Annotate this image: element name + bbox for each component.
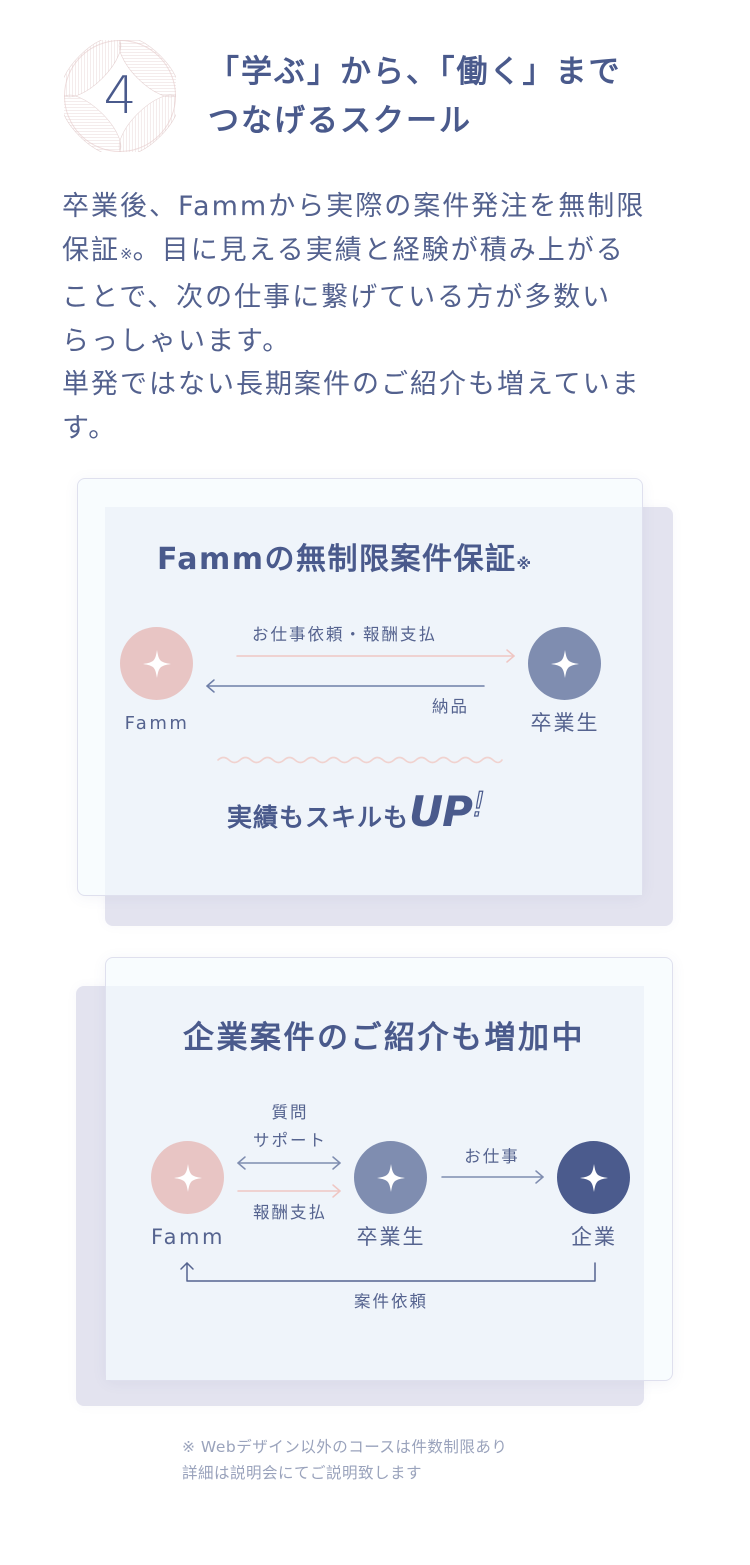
sparkle-icon — [376, 1163, 405, 1192]
graduate-node — [354, 1141, 427, 1214]
tagline-emphasis: UP — [409, 787, 473, 836]
graduate-label: 卒業生 — [530, 711, 600, 735]
exclamation-mark: ! — [471, 784, 487, 825]
section-title-line-2: つなげるスクール — [208, 103, 472, 139]
sparkle-icon — [550, 649, 579, 678]
footnote-mark: ※ — [120, 244, 133, 263]
work-label: お仕事 — [464, 1147, 520, 1166]
intro-line: 単発ではない長期案件のご紹介も増えていま — [62, 369, 641, 401]
request-payment-label: お仕事依頼・報酬支払 — [252, 625, 437, 644]
famm-node — [151, 1141, 224, 1214]
question-label: 質問 — [271, 1103, 309, 1122]
intro-line: 卒業後、Fammから実際の案件発注を無制限 — [62, 191, 646, 222]
graduate-label: 卒業生 — [356, 1225, 426, 1249]
company-label: 企業 — [571, 1225, 617, 1249]
card2-title: 企業案件のご紹介も増加中 — [183, 1020, 585, 1056]
company-node — [557, 1141, 630, 1214]
footnote-line: ※ Webデザイン以外のコースは件数制限あり — [182, 1438, 508, 1456]
tagline-text: 実績もスキルも — [227, 803, 410, 832]
tagline: 実績もスキルもUP! — [227, 783, 487, 840]
card1-title-text: Fammの無制限案件保証 — [157, 542, 517, 577]
famm-label: Famm — [124, 713, 190, 734]
sparkle-icon — [173, 1163, 202, 1192]
support-label: サポート — [253, 1131, 327, 1150]
sparkle-icon — [142, 649, 171, 678]
footnote-line: 詳細は説明会にてご説明致します — [182, 1464, 423, 1482]
famm-node — [120, 627, 193, 700]
intro-line: ことで、次の仕事に繋げている方が多数い — [62, 282, 612, 314]
sparkle-icon — [579, 1163, 608, 1192]
footnote-mark: ※ — [516, 555, 532, 573]
request-label: 案件依頼 — [354, 1292, 428, 1311]
card1-title: Fammの無制限案件保証※ — [157, 540, 531, 584]
intro-paragraph: 卒業後、Fammから実際の案件発注を無制限 保証※。目に見える実績と経験が積み上… — [62, 185, 645, 451]
card1-content-area — [105, 507, 642, 895]
intro-line: す。 — [62, 412, 118, 444]
footnote: ※ Webデザイン以外のコースは件数制限あり 詳細は説明会にてご説明致します — [182, 1434, 507, 1486]
intro-text: 保証 — [62, 234, 120, 266]
section-title-line-1: 「学ぶ」から、「働く」まで — [208, 54, 622, 90]
payment-label: 報酬支払 — [253, 1203, 327, 1222]
graduate-node — [528, 627, 601, 700]
step-number-badge-icon — [64, 40, 176, 152]
delivery-label: 納品 — [432, 697, 469, 716]
famm-label: Famm — [151, 1225, 225, 1249]
intro-line: 保証※。目に見える実績と経験が積み上がる — [62, 229, 645, 277]
step-number: 4 — [103, 66, 137, 126]
intro-text: 。目に見える実績と経験が積み上がる — [132, 234, 625, 266]
intro-line: らっしゃいます。 — [62, 325, 292, 357]
